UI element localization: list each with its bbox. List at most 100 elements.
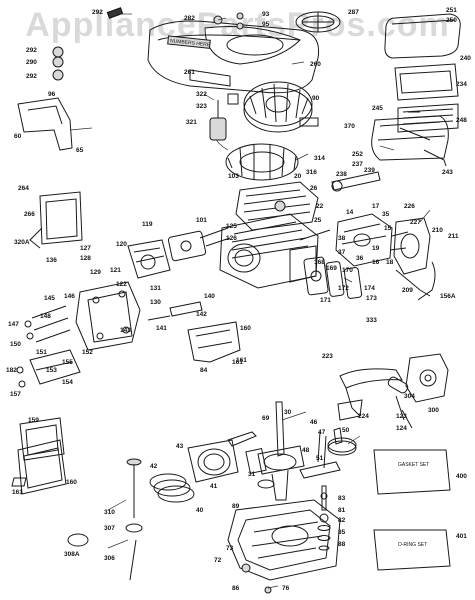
part-label: 143 xyxy=(120,327,131,334)
part-label: 140 xyxy=(204,293,215,300)
part-label: 50 xyxy=(342,427,350,434)
part-label: 240 xyxy=(460,55,471,62)
part-label: 145 xyxy=(44,295,55,302)
part-label: 169 xyxy=(326,265,337,272)
carburetor xyxy=(335,213,409,267)
fuel-bowl xyxy=(393,217,431,297)
part-label: 60 xyxy=(14,133,22,140)
part-label: 142 xyxy=(196,311,207,318)
part-label: 322 xyxy=(196,91,207,98)
air-cleaner-base xyxy=(371,115,449,161)
part-label: 226 xyxy=(404,203,415,210)
part-label: 161 xyxy=(232,359,243,366)
part-label: 161 xyxy=(12,489,23,496)
part-label: 16 xyxy=(372,259,380,266)
part-label: 73 xyxy=(226,545,234,552)
part-label: 304 xyxy=(404,393,415,400)
part-label: 35 xyxy=(382,211,390,218)
part-label: 238 xyxy=(336,171,347,178)
fuel-filter xyxy=(387,376,413,429)
part-label: 20 xyxy=(294,173,302,180)
breather-tube xyxy=(147,301,203,321)
part-label: 152 xyxy=(82,349,93,356)
part-label: 48 xyxy=(302,447,310,454)
exhaust-pipe xyxy=(337,368,403,421)
part-label: 72 xyxy=(214,557,222,564)
part-label: 51 xyxy=(316,455,324,462)
part-label: 17 xyxy=(372,203,380,210)
part-label: 227 xyxy=(410,219,421,226)
part-label: 127 xyxy=(80,245,91,252)
part-label: 151 xyxy=(36,349,47,356)
part-label: 234 xyxy=(456,81,467,88)
part-label: 261 xyxy=(184,69,195,76)
part-label: 82 xyxy=(338,517,346,524)
part-label: 252 xyxy=(352,151,363,158)
part-label: 25 xyxy=(314,217,322,224)
part-label: 101 xyxy=(196,217,207,224)
part-label: 306 xyxy=(104,555,115,562)
leader-lines xyxy=(69,13,431,589)
part-label: 93 xyxy=(262,11,270,18)
governor-springs xyxy=(16,305,81,388)
part-label: 316 xyxy=(306,169,317,176)
air-filter xyxy=(394,63,459,133)
cylinder-shroud xyxy=(17,97,73,151)
thrust-washer xyxy=(257,479,275,489)
part-label: 171 xyxy=(320,297,331,304)
part-label: 320A xyxy=(14,239,30,246)
part-label: 96 xyxy=(48,91,56,98)
part-label: 69 xyxy=(262,415,270,422)
part-label: 154 xyxy=(62,379,73,386)
part-label: 160 xyxy=(240,325,251,332)
part-label: 47 xyxy=(318,429,326,436)
rotating-screen xyxy=(295,11,341,33)
part-label: 239 xyxy=(364,167,375,174)
part-label: 182 xyxy=(6,367,17,374)
part-label: 156A xyxy=(440,293,456,300)
part-label: 26 xyxy=(310,185,318,192)
part-label: 123 xyxy=(396,413,407,420)
part-label: 172 xyxy=(338,285,349,292)
valve-hardware xyxy=(317,485,331,551)
gasket-set-box: GASKET SET xyxy=(373,449,451,495)
part-label: 76 xyxy=(282,585,290,592)
part-label: 211 xyxy=(448,233,459,240)
part-label: 31 xyxy=(248,471,256,478)
part-label: 210 xyxy=(432,227,443,234)
part-label: 129 xyxy=(90,269,101,276)
muffler xyxy=(127,230,207,279)
air-cleaner-cover xyxy=(384,13,461,59)
part-label: 46 xyxy=(310,419,318,426)
part-label: 308A xyxy=(64,551,80,558)
part-label: 30 xyxy=(284,409,292,416)
part-label: 282 xyxy=(184,15,195,22)
part-label: 86 xyxy=(232,585,240,592)
part-label: 19 xyxy=(372,245,380,252)
part-label: 141 xyxy=(156,325,167,332)
part-label: 161 xyxy=(236,357,247,364)
part-label: 287 xyxy=(348,9,359,16)
part-label: 36 xyxy=(356,255,364,262)
part-label: 131 xyxy=(150,285,161,292)
part-label: 209 xyxy=(402,287,413,294)
piston-connecting-rod xyxy=(187,431,267,483)
flywheel xyxy=(243,81,319,133)
part-label: 243 xyxy=(442,169,453,176)
part-label: 266 xyxy=(24,211,35,218)
part-label: 173 xyxy=(366,295,377,302)
part-labels: 292 282 93 95 287 251 250 292 290 292 26… xyxy=(6,7,471,592)
part-label: 18 xyxy=(386,259,394,266)
part-label: 15 xyxy=(384,225,392,232)
part-label: 88 xyxy=(338,541,346,548)
fuel-line xyxy=(417,261,436,301)
part-label: 251 xyxy=(446,7,457,14)
camshaft-gear xyxy=(299,427,357,479)
part-label: 148 xyxy=(40,313,51,320)
part-label: 321 xyxy=(186,119,197,126)
part-label: 103 xyxy=(228,173,239,180)
part-label: 42 xyxy=(150,463,158,470)
part-label: 43 xyxy=(176,443,184,450)
part-label: 264 xyxy=(18,185,29,192)
